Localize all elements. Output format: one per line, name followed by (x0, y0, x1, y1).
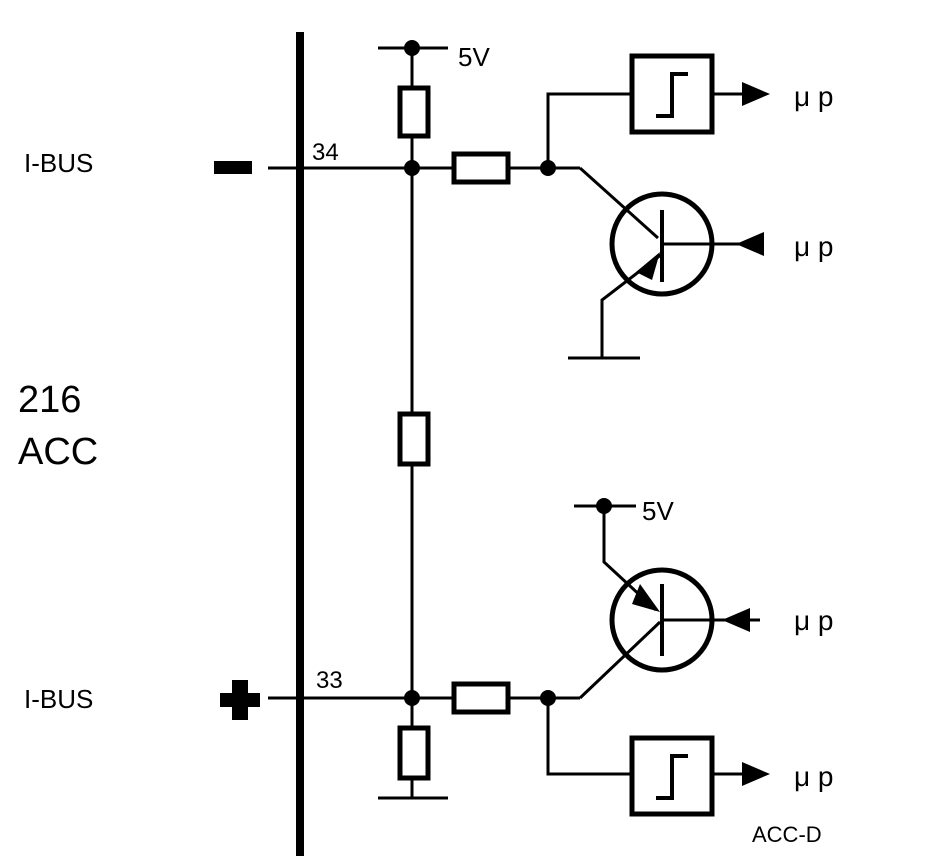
supply-bottom-node (596, 498, 612, 514)
device-label-number: 216 (18, 379, 81, 421)
resistor-middle (397, 411, 431, 467)
wire-to-comparator-bottom (546, 698, 632, 776)
arrow-right-icon (742, 82, 770, 106)
resistor-pulldown-bottom (397, 725, 431, 781)
wire-to-comparator-top (546, 92, 632, 168)
pin-33-label: 33 (316, 667, 343, 694)
supply-top-label: 5V (458, 42, 490, 72)
transistor-top-collector (578, 166, 660, 240)
arrow-left-icon (736, 232, 764, 256)
up-label-transistor-top: μ p (794, 231, 833, 262)
resistor-pullup-top (397, 85, 431, 139)
emitter-arrow-icon (636, 252, 660, 280)
supply-bottom-label: 5V (642, 496, 674, 526)
resistor-series-minus (451, 151, 511, 185)
device-label-name: ACC (18, 431, 98, 473)
node-minus-bus (404, 160, 420, 176)
plus-sign-v (232, 680, 248, 720)
supply-top-node (404, 40, 420, 56)
up-label-transistor-bottom: μ p (794, 605, 833, 636)
up-label-comparator-top: μ p (794, 81, 833, 112)
arrow-left-icon (722, 608, 750, 632)
diagram-caption: ACC-D (752, 822, 822, 847)
pin-34-label: 34 (312, 139, 339, 166)
up-label-comparator-bottom: μ p (794, 761, 833, 792)
comparator-top-step-icon (656, 72, 688, 118)
node-plus-bus (404, 690, 420, 706)
arrow-right-icon (742, 762, 770, 786)
minus-sign-icon (214, 161, 252, 174)
comparator-bottom-step-icon (656, 754, 688, 800)
bus-minus-label: I-BUS (24, 148, 93, 178)
resistor-series-plus (451, 681, 511, 715)
emitter-arrow-icon (632, 584, 660, 612)
bus-plus-label: I-BUS (24, 684, 93, 714)
transistor-bottom-collector (578, 620, 662, 700)
